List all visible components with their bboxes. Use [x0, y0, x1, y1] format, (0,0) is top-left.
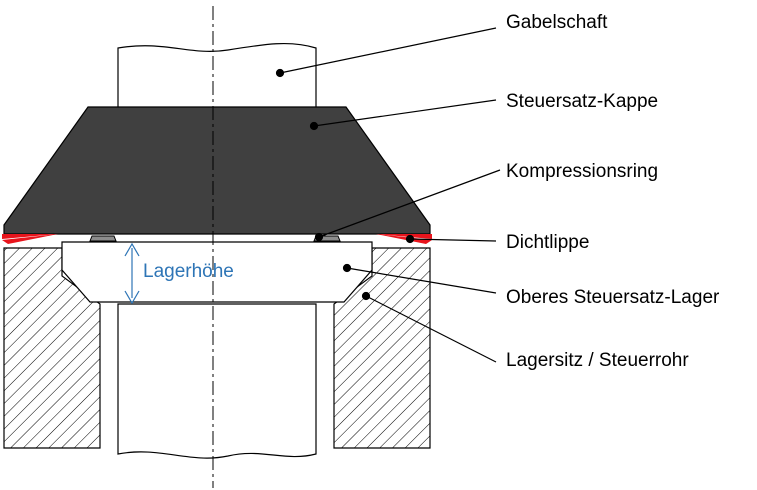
- headset-cap: [3, 106, 431, 235]
- head-tube: [3, 247, 431, 449]
- seal-lip-left-lower: [2, 234, 58, 244]
- label-gabelschaft: Gabelschaft: [506, 12, 608, 33]
- leader-dot-lager: [342, 263, 352, 273]
- seal-lip-right-lower: [376, 234, 432, 244]
- leader-gabelschaft: [279, 27, 497, 74]
- dimension-arrow-bottom: [124, 290, 140, 305]
- seal-lip: [2, 234, 432, 244]
- leader-dichtlippe: [409, 238, 497, 242]
- leader-lines: [275, 27, 501, 363]
- leader-kompressionsring: [318, 169, 501, 238]
- leader-lager: [346, 267, 497, 294]
- label-dichtlippe: Dichtlippe: [506, 232, 589, 253]
- leader-dot-lagersitz: [361, 291, 371, 301]
- dimension-arrow-top: [124, 242, 140, 257]
- dimension-label: Lagerhöhe: [143, 261, 234, 282]
- leader-dot-gabelschaft: [275, 68, 285, 78]
- label-steuersatz-kappe: Steuersatz-Kappe: [506, 91, 658, 112]
- leader-dot-dichtlippe: [405, 234, 415, 244]
- compression-ring: [89, 235, 341, 242]
- steerer-tube: [117, 42, 317, 459]
- steerer-tube-upper: [117, 42, 317, 109]
- leader-kappe: [313, 99, 497, 127]
- seal-lip-right-upper: [376, 234, 432, 239]
- seal-lip-left-upper: [2, 234, 58, 239]
- steerer-tube-lower: [117, 303, 317, 459]
- label-kompressionsring: Kompressionsring: [506, 161, 658, 182]
- leader-dot-kompressionsring: [314, 232, 324, 242]
- compression-ring-left: [89, 235, 117, 242]
- upper-bearing: [61, 241, 373, 303]
- leader-lagersitz: [365, 295, 497, 363]
- bearing-height-dimension: Lagerhöhe: [124, 242, 234, 305]
- label-lagersitz: Lagersitz / Steuerrohr: [506, 350, 689, 371]
- label-oberes-lager: Oberes Steuersatz-Lager: [506, 287, 720, 308]
- leader-dot-kappe: [309, 121, 319, 131]
